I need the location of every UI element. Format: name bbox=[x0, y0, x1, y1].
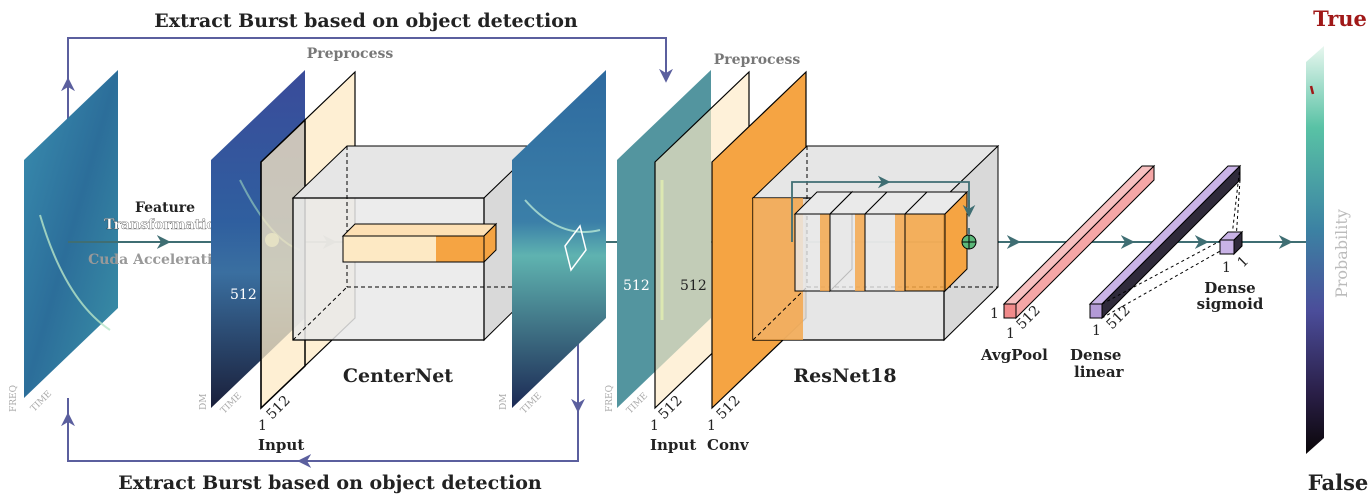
dm-label-left: DM bbox=[199, 394, 209, 410]
raw-freq-label: FREQ bbox=[9, 385, 19, 412]
preprocess-label-right: Preprocess bbox=[714, 52, 801, 68]
true-label: True bbox=[1313, 6, 1367, 31]
dense-linear-label-2: linear bbox=[1074, 363, 1125, 381]
input-label-right: Input bbox=[650, 436, 696, 454]
dim-1-left: 1 bbox=[258, 418, 267, 434]
dim-1-conv-right: 1 bbox=[707, 418, 716, 434]
dense-sigmoid-label-2: sigmoid bbox=[1197, 295, 1264, 313]
resnet18-cube bbox=[751, 144, 1000, 342]
dm-time-output-plane bbox=[512, 70, 606, 408]
dense-sigmoid-label-1: Dense bbox=[1204, 279, 1255, 297]
bottom-caption: Extract Burst based on object detection bbox=[118, 472, 542, 494]
preprocess-label-left: Preprocess bbox=[307, 46, 394, 62]
input-label-left: Input bbox=[258, 436, 304, 454]
dim-512-conv-right: 512 bbox=[680, 278, 707, 294]
dense-linear-block bbox=[1088, 164, 1244, 320]
centernet-cube bbox=[291, 144, 540, 342]
dm-label-mid: DM bbox=[499, 394, 509, 410]
centernet-label: CenterNet bbox=[343, 365, 453, 387]
false-label: False bbox=[1308, 470, 1369, 495]
probability-axis-label: Probability bbox=[1332, 209, 1351, 298]
dense-sigmoid-dim-1b: 1 bbox=[1235, 253, 1253, 271]
input-plane-left bbox=[260, 118, 306, 410]
resnet18-label: ResNet18 bbox=[793, 365, 896, 387]
top-caption: Extract Burst based on object detection bbox=[154, 10, 578, 32]
feature-label-1: Feature bbox=[135, 200, 195, 216]
raw-spectrogram bbox=[24, 70, 118, 398]
avgpool-dim-1b: 1 bbox=[1006, 326, 1015, 342]
dim-512-input-right: 512 bbox=[623, 278, 650, 294]
probability-colorbar bbox=[1306, 46, 1324, 454]
freq-label-right: FREQ bbox=[605, 385, 615, 412]
avgpool-block bbox=[1002, 164, 1156, 320]
raw-time-label: TIME bbox=[29, 389, 54, 414]
avgpool-label: AvgPool bbox=[980, 346, 1048, 364]
dense-linear-dim-1: 1 bbox=[1092, 323, 1101, 339]
bottom-feedback-loop bbox=[61, 340, 585, 468]
dense-sigmoid-dim-1a: 1 bbox=[1222, 260, 1231, 276]
cuda-label: Cuda Acceleration bbox=[88, 252, 232, 268]
conv-label: Conv bbox=[707, 436, 750, 454]
dim-512-left: 512 bbox=[230, 287, 257, 303]
feature-label-2: Transformation bbox=[104, 217, 226, 233]
dim-1-input-right: 1 bbox=[650, 418, 659, 434]
dense-linear-label-1: Dense bbox=[1070, 346, 1121, 364]
avgpool-dim-1a: 1 bbox=[990, 306, 999, 322]
